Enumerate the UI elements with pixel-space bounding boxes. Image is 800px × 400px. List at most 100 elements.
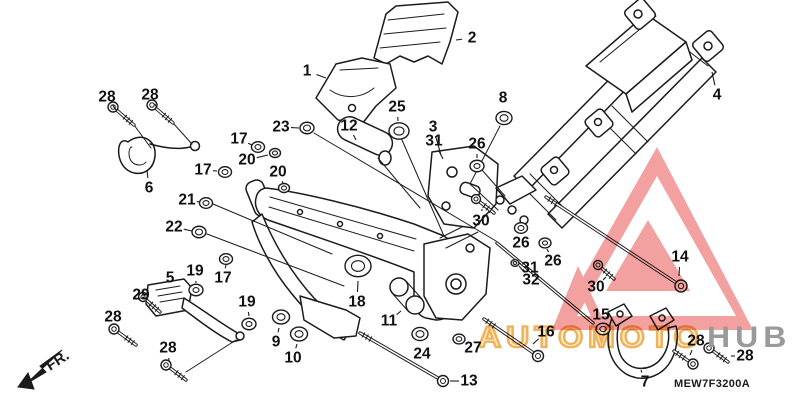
bolt bbox=[592, 259, 616, 281]
leader-lines bbox=[206, 132, 497, 287]
part-callout-5: 5 bbox=[166, 270, 175, 287]
bolt bbox=[703, 342, 730, 364]
part-callout-32: 32 bbox=[522, 272, 539, 289]
callout-leader-12 bbox=[352, 134, 357, 141]
part-4-subframe bbox=[481, 0, 725, 229]
callout-leader-32 bbox=[518, 265, 525, 273]
callout-leader-9 bbox=[277, 327, 280, 333]
part-callout-26: 26 bbox=[468, 136, 486, 153]
part-callout-28: 28 bbox=[98, 89, 116, 106]
diagram-code: MEW7F3200A bbox=[674, 378, 751, 390]
part-callout-17: 17 bbox=[230, 131, 247, 148]
callout-leader-20 bbox=[256, 154, 269, 159]
bolt bbox=[482, 317, 545, 363]
part-callout-25: 25 bbox=[388, 99, 406, 116]
part-callout-9: 9 bbox=[272, 334, 281, 351]
ring-fastener bbox=[469, 159, 485, 173]
callout-leader-22 bbox=[183, 228, 193, 232]
ring-fastener bbox=[510, 259, 520, 267]
part-callout-14: 14 bbox=[671, 249, 689, 266]
part-12-cylinder bbox=[336, 116, 421, 209]
part-callout-28: 28 bbox=[736, 348, 754, 365]
part-callout-27: 27 bbox=[464, 340, 481, 357]
part-callout-24: 24 bbox=[413, 346, 431, 363]
part-11-collar bbox=[389, 277, 425, 315]
ring-fastener bbox=[188, 283, 204, 297]
ring-fastener bbox=[218, 252, 234, 266]
ring-fastener bbox=[538, 237, 552, 249]
ring-fastener bbox=[299, 121, 315, 135]
callout-leader-3 bbox=[435, 136, 442, 156]
bolt bbox=[146, 99, 175, 125]
callout-leader-19 bbox=[247, 311, 250, 317]
part-2-guide-plate bbox=[373, 1, 459, 65]
part-callout-3: 3 bbox=[429, 119, 438, 136]
part-callout-13: 13 bbox=[460, 373, 478, 390]
ring-fastener bbox=[344, 254, 372, 278]
part-callout-12: 12 bbox=[340, 118, 357, 135]
callout-leader-20 bbox=[281, 180, 284, 184]
part-callout-17: 17 bbox=[214, 270, 231, 287]
ring-fastener bbox=[271, 309, 291, 325]
part-callout-22: 22 bbox=[165, 219, 182, 236]
callout-leader-26 bbox=[546, 248, 550, 253]
callout-leader-28 bbox=[689, 349, 693, 356]
part-callout-10: 10 bbox=[284, 350, 301, 367]
ring-fastener bbox=[513, 221, 529, 235]
callout-leader-11 bbox=[396, 310, 402, 316]
watermark-brand-primary: AUTOMOTO bbox=[477, 320, 704, 354]
ring-fastener bbox=[198, 196, 214, 210]
callout-leader-10 bbox=[295, 343, 298, 349]
part-callout-31: 31 bbox=[521, 260, 539, 277]
bolt bbox=[160, 359, 188, 382]
callout-leader-2 bbox=[455, 38, 463, 41]
watermark-brand-secondary: HUB bbox=[707, 320, 792, 354]
ring-fastener bbox=[250, 140, 266, 154]
bolt bbox=[470, 193, 496, 215]
part-callout-19: 19 bbox=[238, 294, 256, 311]
part-callout-28: 28 bbox=[141, 87, 159, 104]
callout-leader-7 bbox=[640, 369, 643, 373]
part-callout-30: 30 bbox=[587, 279, 604, 296]
bolt bbox=[544, 195, 688, 293]
callout-leader-16 bbox=[532, 338, 540, 345]
part-callout-23: 23 bbox=[272, 119, 290, 136]
callout-leader-31 bbox=[518, 262, 522, 265]
part-callout-20: 20 bbox=[238, 152, 255, 169]
callout-leader-18 bbox=[356, 280, 359, 293]
callout-leader-4 bbox=[711, 71, 716, 86]
hardware-layer bbox=[107, 99, 730, 388]
callout-leader-1 bbox=[316, 73, 327, 79]
part-callout-11: 11 bbox=[381, 313, 398, 330]
ring-fastener bbox=[277, 182, 291, 194]
part-callout-28: 28 bbox=[687, 333, 705, 350]
main-frame bbox=[245, 179, 491, 341]
part-callout-8: 8 bbox=[499, 90, 508, 107]
callout-leader-17 bbox=[224, 264, 227, 269]
bolt bbox=[108, 323, 138, 347]
part-callout-29: 29 bbox=[132, 287, 150, 304]
part-callout-20: 20 bbox=[269, 164, 286, 181]
part-callout-26: 26 bbox=[512, 235, 530, 252]
ring-fastener bbox=[268, 147, 282, 159]
ring-fastener bbox=[217, 165, 233, 179]
fr-label: FR. bbox=[43, 347, 73, 374]
ring-fastener bbox=[388, 122, 410, 140]
part-callout-16: 16 bbox=[537, 324, 555, 341]
part-callout-18: 18 bbox=[348, 294, 366, 311]
callout-leader-6 bbox=[146, 169, 149, 179]
fr-direction-arrow: FR. bbox=[17, 347, 73, 390]
part-callout-31: 31 bbox=[425, 133, 443, 150]
part-callout-30: 30 bbox=[472, 213, 489, 230]
ring-fastener bbox=[191, 225, 207, 239]
callout-leader-17 bbox=[247, 142, 253, 146]
part-callout-6: 6 bbox=[145, 180, 154, 197]
part-callout-28: 28 bbox=[159, 340, 177, 357]
part-callout-21: 21 bbox=[178, 192, 196, 209]
part-6-stay bbox=[117, 122, 201, 175]
ring-fastener bbox=[452, 333, 466, 345]
part-1-bracket bbox=[315, 57, 397, 125]
bolt bbox=[137, 291, 162, 314]
ring-fastener bbox=[241, 317, 257, 331]
